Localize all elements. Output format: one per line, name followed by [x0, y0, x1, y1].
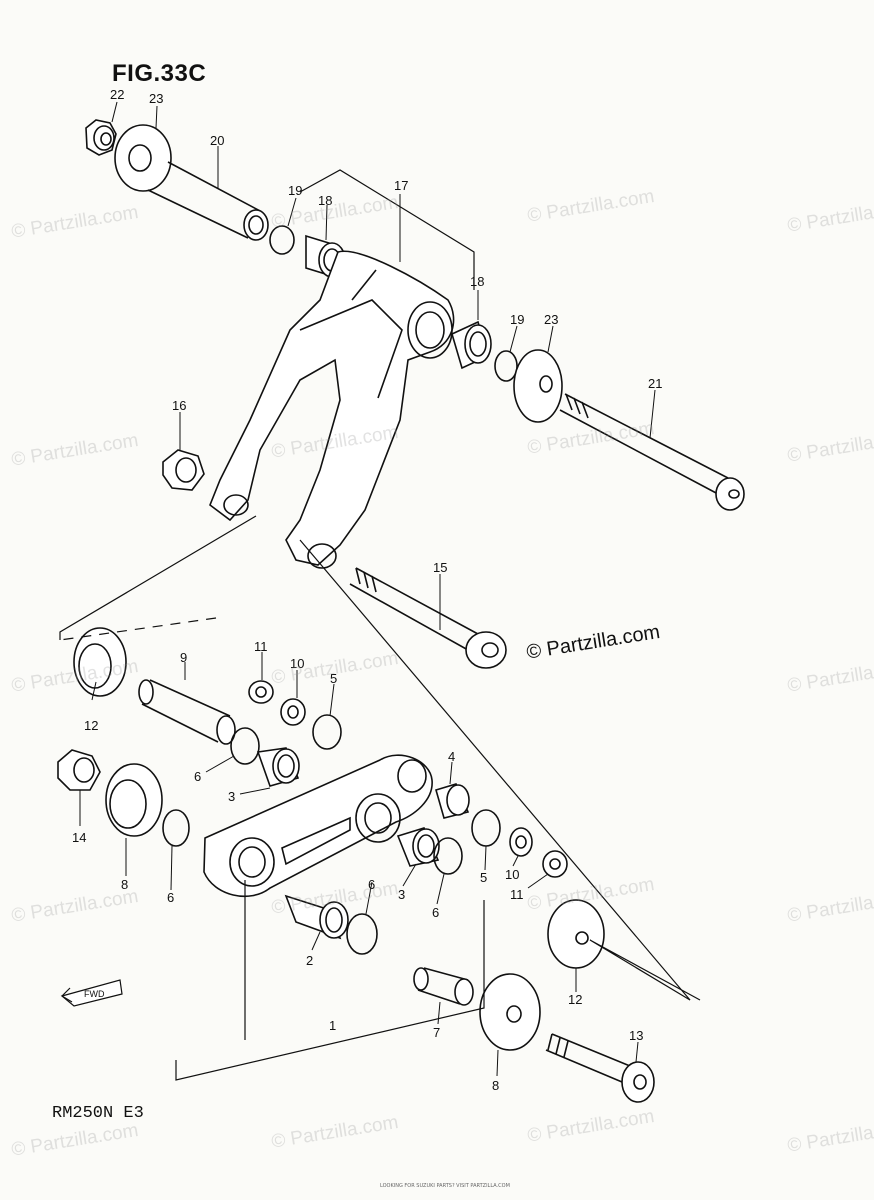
part-3-bearing	[256, 747, 300, 787]
callout-19: 19	[288, 183, 302, 198]
callout-4: 4	[448, 749, 455, 764]
part-4-bushing	[435, 783, 470, 819]
part-15-bolt	[349, 567, 507, 669]
callout-22: 22	[110, 87, 124, 102]
part-7-sleeve	[413, 967, 474, 1006]
part-2-bearing	[284, 894, 349, 940]
part-18-bearing-right	[451, 320, 492, 370]
callout-17: 17	[394, 178, 408, 193]
callout-12: 12	[84, 718, 98, 733]
callout-9: 9	[180, 650, 187, 665]
part-16-nut	[162, 449, 205, 491]
callout-8-right: 8	[492, 1078, 499, 1093]
callout-11: 11	[254, 639, 268, 654]
part-5-ring-right	[471, 809, 501, 847]
callout-7: 7	[433, 1025, 440, 1040]
part-3-bearing-right	[396, 827, 440, 867]
fwd-arrow: FWD	[60, 979, 123, 1007]
callout-15: 15	[433, 560, 447, 575]
part-23-washer-right	[513, 349, 563, 423]
callout-3-right: 3	[398, 887, 405, 902]
part-1-cushion-rod-link	[203, 754, 433, 897]
callout-3: 3	[228, 789, 235, 804]
model-code: RM250N E3	[52, 1104, 144, 1123]
callout-16: 16	[172, 398, 186, 413]
callout-18-right: 18	[470, 274, 484, 289]
figure-title: FIG.33C	[112, 60, 207, 87]
part-9-sleeve	[138, 679, 236, 745]
part-22-cap-nut	[85, 119, 117, 156]
callout-23: 23	[149, 91, 163, 106]
part-5-ring	[312, 714, 342, 750]
part-6-ring-bottom	[346, 913, 378, 955]
callout-20: 20	[210, 133, 224, 148]
part-19-ring-right	[494, 350, 518, 382]
part-8-washer-left	[105, 763, 163, 837]
callout-5: 5	[330, 671, 337, 686]
part-11-seal	[248, 680, 274, 704]
callout-6: 6	[194, 769, 201, 784]
callout-12-right: 12	[568, 992, 582, 1007]
callout-19-right: 19	[510, 312, 524, 327]
callout-23-right: 23	[544, 312, 558, 327]
assembly-lines	[59, 169, 701, 1081]
callout-11-right: 11	[510, 887, 524, 902]
part-21-long-bolt	[559, 393, 745, 511]
part-12-washer-left	[73, 627, 127, 697]
part-8-washer-right	[479, 973, 541, 1051]
leader-lines	[79, 101, 656, 1077]
callout-6-right: 6	[432, 905, 439, 920]
callout-6-bottom: 6	[368, 877, 375, 892]
callout-5-right: 5	[480, 870, 487, 885]
part-10-seal-right	[509, 827, 533, 857]
callout-1: 1	[329, 1018, 336, 1033]
callout-10-right: 10	[505, 867, 519, 882]
part-11-seal-right	[542, 850, 568, 878]
part-6-ring-left	[162, 809, 190, 847]
callout-10: 10	[290, 656, 304, 671]
part-10-seal	[280, 698, 306, 726]
part-6-ring	[230, 727, 260, 765]
part-19-ring	[269, 225, 295, 255]
fwd-label: FWD	[84, 989, 105, 999]
callout-2: 2	[306, 953, 313, 968]
callout-14: 14	[72, 830, 86, 845]
callout-6-left: 6	[167, 890, 174, 905]
callout-numbers: 22 23 20 19 18 17 18 19 23 21 16 15 12 9…	[72, 87, 662, 1093]
part-23-washer	[114, 124, 172, 192]
part-17-cushion-lever	[209, 250, 455, 569]
part-13-bolt	[545, 1033, 655, 1103]
callout-21: 21	[648, 376, 662, 391]
part-14-nut	[57, 749, 101, 791]
callout-8: 8	[121, 877, 128, 892]
part-20-sleeve	[147, 161, 269, 241]
footer-text: LOOKING FOR SUZUKI PARTS? VISIT PARTZILL…	[380, 1183, 510, 1189]
callout-18: 18	[318, 193, 332, 208]
part-6-ring-right	[433, 837, 463, 875]
callout-13: 13	[629, 1028, 643, 1043]
